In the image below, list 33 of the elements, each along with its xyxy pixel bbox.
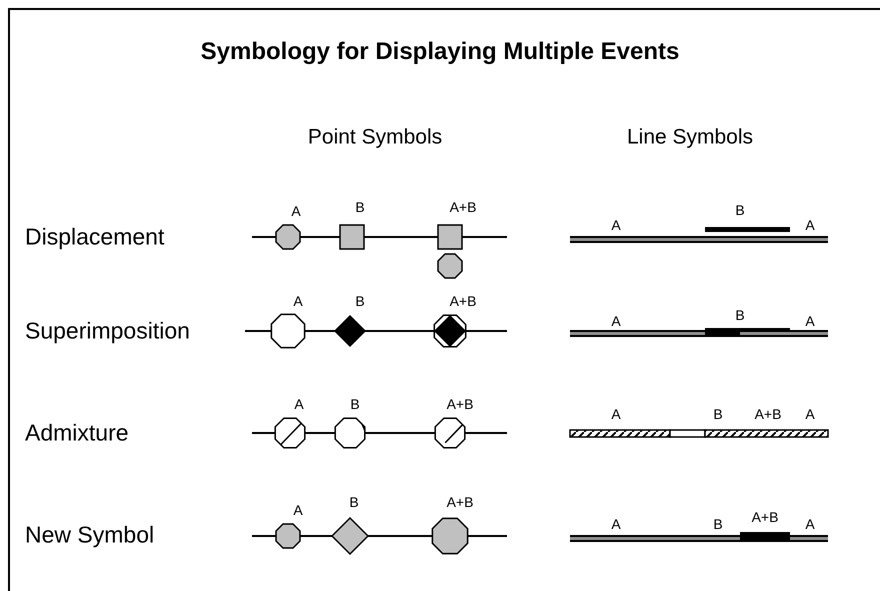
symbol-label: B <box>713 517 723 531</box>
symbol-label: A <box>291 204 301 218</box>
symbol-label: B <box>735 308 745 322</box>
symbol-label: B <box>355 200 365 214</box>
symbol-label: B <box>735 203 745 217</box>
symbol-label: A <box>293 503 303 517</box>
row-label: Superimposition <box>25 320 190 342</box>
symbol-label: A <box>611 218 621 232</box>
symbol-label: A <box>611 314 621 328</box>
symbol-label: A+B <box>752 510 778 524</box>
symbol-label: A <box>805 314 815 328</box>
symbol-label: B <box>355 294 365 308</box>
symbol-label: A+B <box>450 200 476 214</box>
symbol-label: A <box>294 397 304 411</box>
column-heading: Line Symbols <box>626 126 754 148</box>
symbol-label: A <box>611 517 621 531</box>
symbol-label: A+B <box>446 397 474 411</box>
symbol-label: B <box>349 495 359 509</box>
diagram-title: Symbology for Displaying Multiple Events <box>200 40 680 64</box>
row-label: Admixture <box>25 422 129 444</box>
symbol-label: A+B <box>754 407 782 421</box>
symbol-label: B <box>350 397 360 411</box>
symbol-label: A <box>293 294 303 308</box>
symbol-label: A+B <box>446 495 474 509</box>
row-label: New Symbol <box>25 524 154 546</box>
symbol-label: A <box>805 517 815 531</box>
row-label: Displacement <box>25 226 164 248</box>
symbol-label: A <box>805 218 815 232</box>
symbol-label: B <box>713 407 723 421</box>
symbol-label: A+B <box>450 294 476 308</box>
column-heading: Point Symbols <box>308 126 442 148</box>
symbol-label: A <box>611 407 621 421</box>
symbol-label: A <box>805 407 815 421</box>
